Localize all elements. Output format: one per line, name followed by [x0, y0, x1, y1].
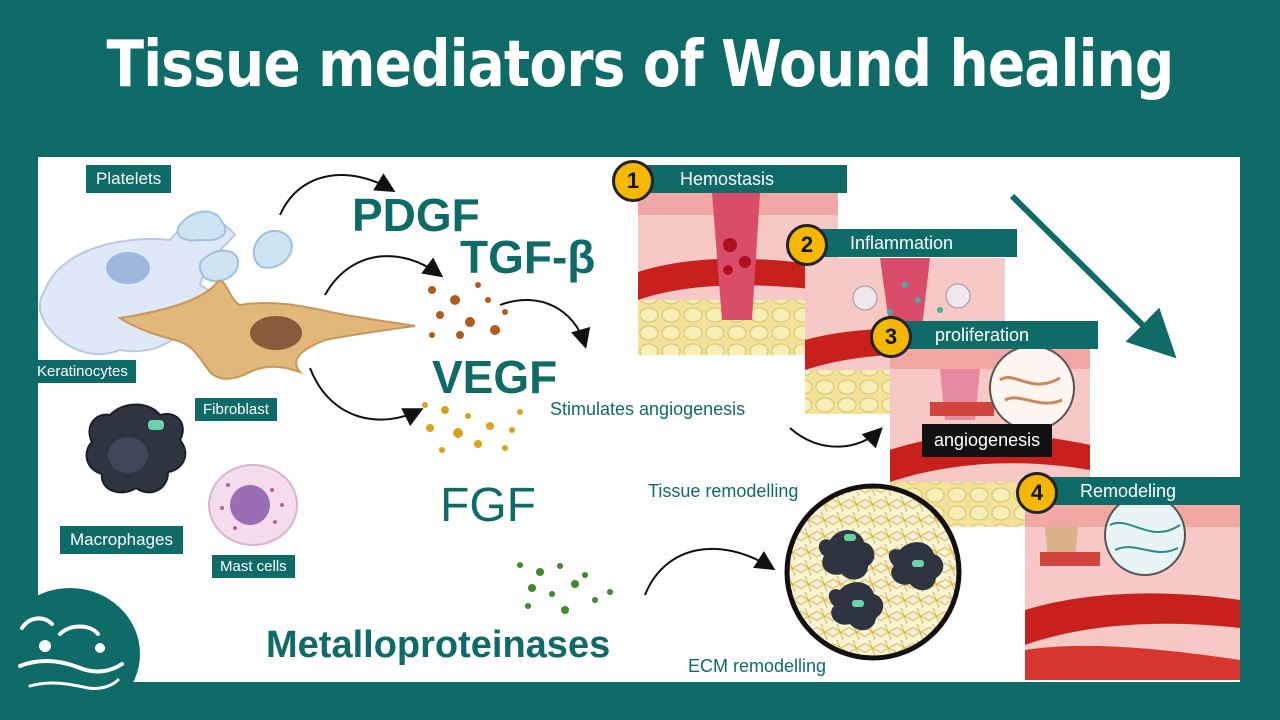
stage-4-badge: 4	[1016, 472, 1058, 514]
label-macrophages: Macrophages	[60, 526, 184, 554]
growth-factor-dots	[428, 282, 508, 339]
caption-ecm-remodelling: ECM remodelling	[688, 656, 827, 676]
mediator-tgf-beta: TGF-β	[460, 231, 596, 283]
ecm-circle	[784, 483, 962, 661]
mediator-pdgf: PDGF	[352, 189, 480, 241]
stage-1-tissue	[638, 193, 838, 355]
stage-4-tissue	[1025, 494, 1240, 680]
platelet	[176, 210, 227, 242]
mediator-vegf: VEGF	[432, 351, 558, 403]
platelet	[252, 230, 294, 269]
label-keratinocytes: Keratinocytes	[29, 360, 136, 383]
label-mast-cells: Mast cells	[212, 555, 295, 578]
label-platelets: Platelets	[86, 165, 172, 193]
platelet	[198, 249, 240, 283]
stage-4-label: Remodeling	[1030, 477, 1240, 505]
stage-3-badge: 3	[870, 316, 912, 358]
page-title: Tissue mediators of Wound healing	[106, 28, 1175, 102]
stage-1-label: Hemostasis	[630, 165, 847, 193]
mediator-metalloproteinases: Metalloproteinases	[266, 624, 611, 666]
label-angiogenesis: angiogenesis	[922, 424, 1053, 457]
vegf-dots	[422, 402, 523, 453]
stage-2-badge: 2	[786, 224, 828, 266]
stage-2-label: Inflammation	[800, 229, 1017, 257]
stage-1-badge: 1	[612, 160, 654, 202]
stage-3-label: proliferation	[885, 321, 1098, 349]
mmp-dots	[517, 562, 613, 614]
logo-icon	[18, 616, 124, 690]
caption-tissue-remodelling: Tissue remodelling	[648, 481, 799, 501]
label-fibroblast: Fibroblast	[195, 398, 277, 421]
logo	[0, 588, 140, 720]
mediator-fgf: FGF	[440, 479, 536, 532]
caption-stimulates-angiogenesis: Stimulates angiogenesis	[550, 399, 746, 419]
